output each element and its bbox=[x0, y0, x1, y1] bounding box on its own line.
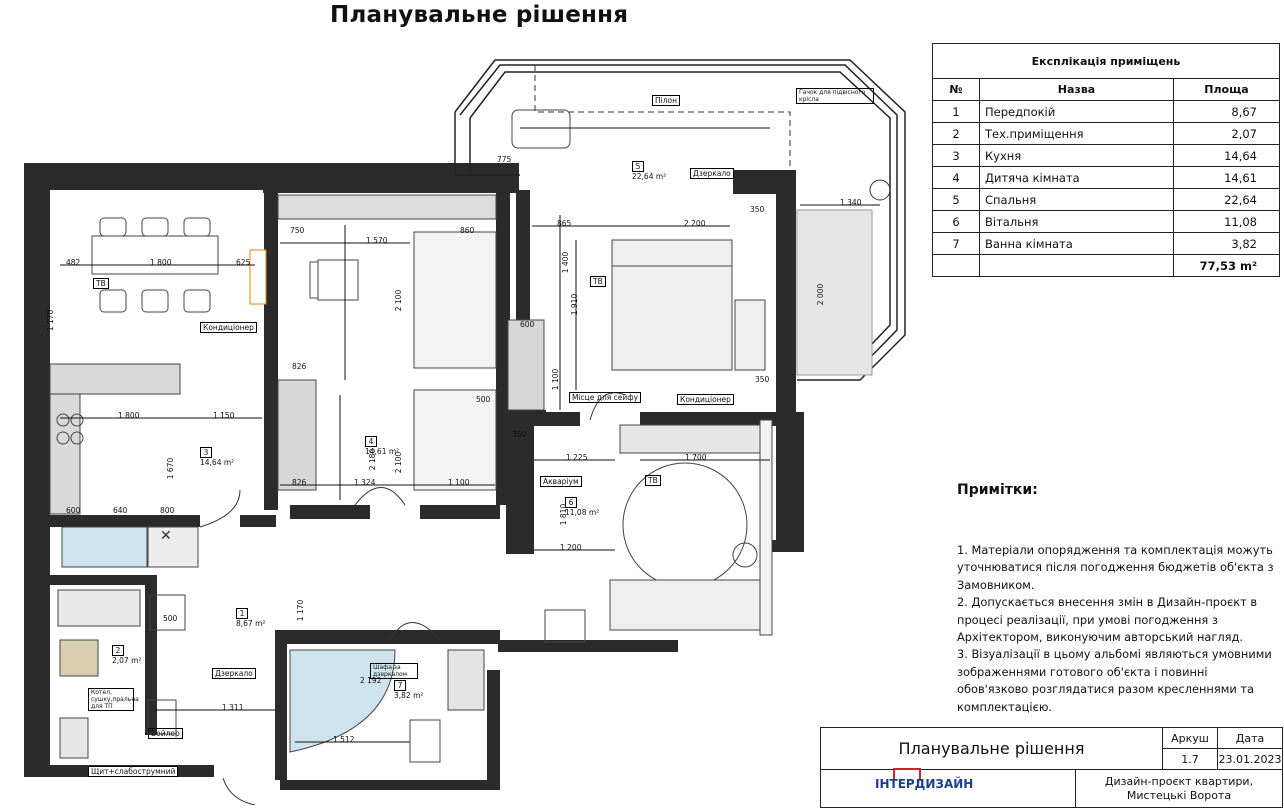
logo-mark bbox=[893, 768, 921, 779]
hall-furniture bbox=[57, 589, 186, 759]
living-furniture bbox=[544, 419, 773, 643]
svg-text:✕: ✕ bbox=[160, 528, 172, 544]
stamp-date-label: Дата bbox=[1218, 728, 1283, 749]
title-block: Планувальне рішення Аркуш Дата 1.7 23.01… bbox=[820, 727, 1283, 808]
dimension-lines bbox=[60, 127, 880, 743]
note-item: 1. Матеріали опорядження та комплектація… bbox=[957, 543, 1274, 592]
stamp-date: 23.01.2023 bbox=[1218, 749, 1283, 770]
stamp-project: Дизайн-проєкт квартири, Мистецькі Ворота bbox=[1076, 770, 1283, 808]
stamp-title: Планувальне рішення bbox=[821, 728, 1163, 770]
stamp-sheet-label: Аркуш bbox=[1163, 728, 1218, 749]
kitchen-furniture bbox=[49, 217, 267, 568]
bedroom-furniture bbox=[507, 109, 766, 411]
doors bbox=[199, 392, 626, 805]
company-logo: ІНТЕРДИЗАЙН bbox=[875, 777, 974, 791]
notes-heading: Примітки: bbox=[957, 482, 1038, 498]
walls bbox=[24, 163, 804, 790]
col-num: № bbox=[932, 78, 980, 101]
note-item: 3. Візуалізації в цьому альбомі являютьс… bbox=[957, 647, 1272, 714]
bath-furniture bbox=[289, 649, 485, 763]
page-title: Планувальне рішення bbox=[330, 2, 629, 28]
note-item: 2. Допускається внесення змін в Дизайн-п… bbox=[957, 595, 1258, 645]
kids-furniture bbox=[277, 194, 497, 491]
bay-dashed bbox=[534, 65, 791, 170]
col-area: Площа bbox=[1173, 78, 1280, 101]
notes-list: 1. Матеріали опорядження та комплектація… bbox=[957, 542, 1277, 716]
hanging-chair bbox=[869, 179, 891, 201]
balcony-floor bbox=[796, 209, 873, 376]
stamp-sheet: 1.7 bbox=[1163, 749, 1218, 770]
explication-heading: Експлікація приміщень bbox=[932, 43, 1280, 79]
col-name: Назва bbox=[979, 78, 1174, 101]
total-area: 77,53 m² bbox=[1173, 254, 1280, 277]
total-row: 77,53 m² bbox=[932, 254, 1280, 277]
bay-window bbox=[454, 59, 906, 381]
